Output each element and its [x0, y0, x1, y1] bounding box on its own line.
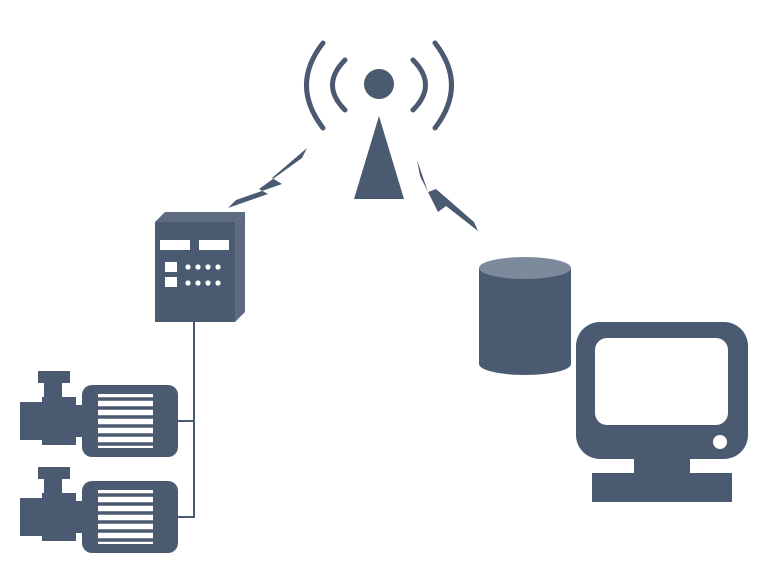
monitor-stand-base [592, 473, 732, 502]
cabinet-display-left [160, 240, 190, 250]
database-cylinder-icon[interactable] [479, 257, 571, 375]
pump-motor-icon[interactable] [20, 467, 178, 553]
pump-vent-lines [98, 397, 153, 446]
pump-motor-vents [98, 394, 153, 448]
monitor-power-led [713, 435, 727, 449]
pump-motor-icon[interactable] [20, 371, 178, 457]
monitor-neck [634, 459, 690, 473]
indicator-light [185, 280, 191, 286]
cabinet-to-pump-link [178, 322, 195, 518]
control-cabinet-icon[interactable] [155, 212, 245, 322]
pump-vent-lines [98, 493, 153, 542]
signal-wave-right-outer [432, 40, 454, 131]
indicator-light [195, 264, 201, 270]
wired-links [178, 322, 195, 518]
pump-coupling [76, 405, 84, 437]
signal-wave-left-outer [304, 40, 326, 131]
indicator-light [195, 280, 201, 286]
cabinet-display-right [199, 240, 229, 250]
cabinet-indicator-lights [185, 264, 221, 286]
indicator-light [215, 280, 221, 286]
indicator-light [205, 264, 211, 270]
radio-tower-icon[interactable] [304, 40, 454, 199]
signal-wave-right-inner [410, 57, 428, 113]
pump-inlet [20, 397, 76, 445]
cabinet-side [235, 212, 245, 322]
pump-flange-top [38, 371, 70, 383]
monitor-screen [595, 338, 728, 425]
tower-mast [354, 116, 404, 199]
wireless-bolt-right-icon [417, 160, 478, 231]
computer-monitor-icon[interactable] [576, 322, 748, 502]
pump-coupling [76, 501, 84, 533]
pump-inlet [20, 493, 76, 541]
signal-wave-left-inner [330, 57, 348, 113]
cabinet-switch-1 [165, 262, 177, 272]
indicator-light [205, 280, 211, 286]
wireless-bolt-left-icon [228, 148, 307, 208]
pump-neck [44, 383, 62, 397]
indicator-light [215, 264, 221, 270]
database-top [479, 257, 571, 279]
cabinet-top [155, 212, 245, 222]
pump-motor-vents [98, 490, 153, 544]
pump-flange-top [38, 467, 70, 479]
cabinet-switch-2 [165, 277, 177, 287]
pump-neck [44, 479, 62, 493]
database-body [479, 268, 571, 375]
indicator-light [185, 264, 191, 270]
antenna-head [364, 69, 394, 99]
